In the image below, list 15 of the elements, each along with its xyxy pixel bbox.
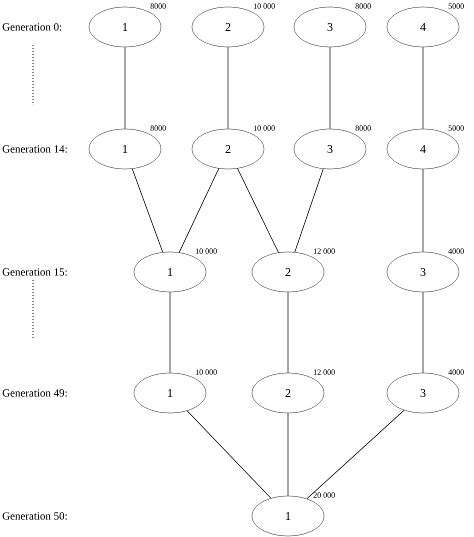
connector-line [186, 410, 272, 499]
generation-label: Generation 14: [2, 145, 67, 153]
connector-line [306, 410, 404, 500]
connector-line [422, 168, 424, 252]
generation-label: Generation 0: [2, 23, 62, 31]
connector-line [132, 168, 164, 253]
generation-label: Generation 15: [2, 268, 67, 276]
connector-line [124, 46, 126, 130]
generation-label: Generation 49: [2, 389, 67, 397]
connector-line [294, 168, 324, 252]
connector-line [178, 168, 220, 253]
connector-line [422, 292, 424, 374]
generation-label: Generation 50: [2, 512, 67, 520]
connector-line [237, 168, 279, 253]
connector-line [422, 46, 424, 130]
